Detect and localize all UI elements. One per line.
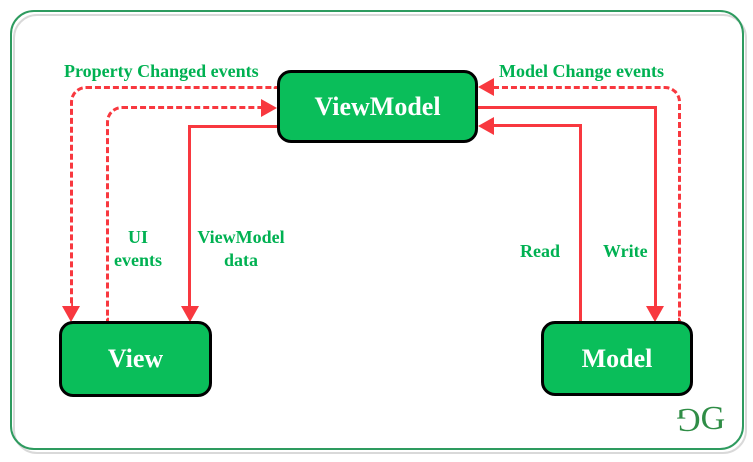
arrowhead-left-icon: [478, 117, 494, 135]
outer-frame: [10, 10, 744, 450]
arrowhead-down-icon: [181, 306, 199, 322]
edge-write: [478, 106, 657, 306]
node-model-label: Model: [581, 343, 653, 373]
arrowhead-down-icon: [62, 306, 80, 322]
logo-g-icon: G: [700, 400, 725, 437]
node-view-label: View: [107, 344, 164, 373]
arrowhead-down-icon: [646, 306, 664, 322]
edge-read: [493, 124, 582, 321]
node-viewmodel: ViewModel: [277, 70, 478, 143]
geeksforgeeks-logo: GG: [680, 400, 725, 439]
edge-property-changed-events: [70, 86, 277, 306]
label-property-changed-events: Property Changed events: [64, 61, 259, 81]
edge-ui-events: [106, 106, 262, 321]
label-viewmodel-data: ViewModel data: [197, 227, 285, 270]
node-model: Model: [541, 321, 693, 396]
logo-turned-g-icon: G: [680, 401, 701, 438]
label-write: Write: [603, 241, 648, 261]
arrowhead-left-icon: [478, 78, 494, 96]
label-ui-events: UI events: [114, 227, 162, 270]
label-read: Read: [520, 241, 560, 261]
edge-model-change-events: [493, 86, 681, 321]
node-view: View: [59, 321, 212, 397]
arrowhead-right-icon: [261, 99, 277, 117]
node-viewmodel-label: ViewModel: [314, 91, 441, 121]
edge-viewmodel-data: [188, 125, 277, 306]
label-model-change-events: Model Change events: [499, 61, 664, 81]
